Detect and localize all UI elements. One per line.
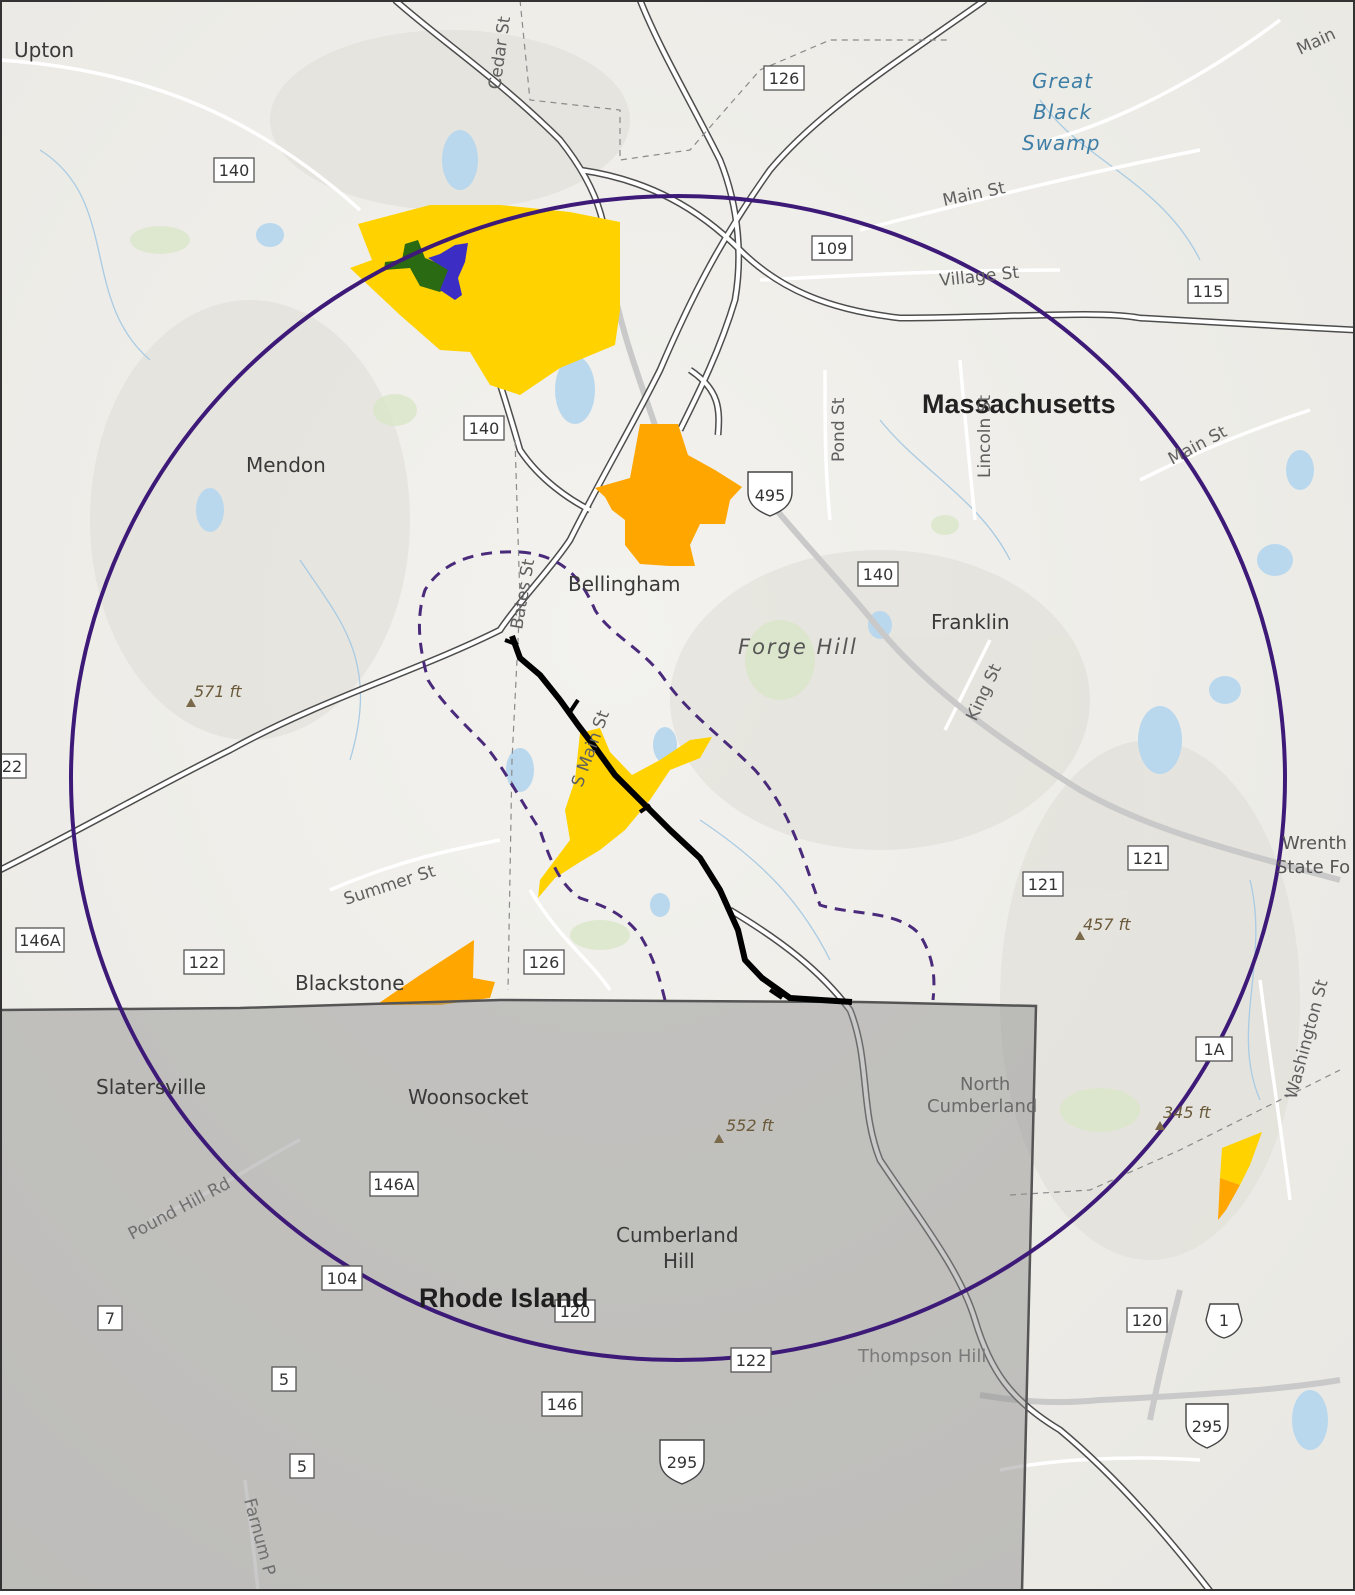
svg-text:295: 295 [667, 1453, 698, 1472]
svg-text:140: 140 [863, 565, 894, 584]
place-label: State Fo [1276, 857, 1350, 878]
svg-text:140: 140 [469, 419, 500, 438]
route-shield: 5 [271, 1366, 297, 1392]
place-label: Thompson Hill [857, 1346, 986, 1367]
minor-roads [0, 18, 1311, 1592]
route-shield: 7 [97, 1305, 123, 1331]
state-label: Massachusetts [922, 389, 1116, 419]
elevation-label: 552 ft [726, 1116, 774, 1135]
svg-text:115: 115 [1193, 282, 1224, 301]
place-label: Mendon [246, 453, 326, 477]
elevation-label: 345 ft [1163, 1103, 1211, 1122]
area-yellow-east [1220, 1132, 1262, 1185]
woodland-patches [130, 226, 1140, 1132]
water-bodies [196, 130, 1328, 1450]
route-shield: 122 [730, 1347, 772, 1373]
svg-text:146A: 146A [19, 931, 61, 950]
elevation-label: 457 ft [1083, 915, 1131, 934]
svg-text:122: 122 [736, 1351, 767, 1370]
street-label: Lincoln St [975, 395, 995, 478]
street-label: Pond St [829, 397, 849, 462]
route-shield: 120 [554, 1299, 596, 1323]
elevation-markers [186, 698, 1165, 1143]
water-label: Great [1032, 69, 1093, 93]
water-label: Swamp [1022, 131, 1101, 155]
route-shields: 140 126 109 115 140 140 121 121 146A 122… [0, 65, 1233, 1479]
route-shield: 126 [523, 949, 565, 975]
svg-text:126: 126 [529, 953, 560, 972]
route-shield: 120 [1126, 1307, 1168, 1333]
route-shield: 115 [1187, 278, 1229, 304]
interstate-shield: 295 [1185, 1403, 1229, 1449]
state-label: Rhode Island [419, 1283, 589, 1313]
route-shield: 140 [213, 157, 255, 183]
town-boundaries [507, 0, 1341, 1196]
svg-text:109: 109 [817, 239, 848, 258]
hill-label: Forge Hill [738, 635, 858, 659]
route-shield: 22 [0, 753, 27, 779]
svg-text:120: 120 [560, 1302, 591, 1321]
svg-text:104: 104 [327, 1269, 358, 1288]
svg-text:121: 121 [1028, 875, 1059, 894]
route-shield: 146A [369, 1171, 419, 1197]
svg-text:495: 495 [755, 486, 786, 505]
route-shield: 146A [15, 927, 65, 953]
svg-text:120: 120 [1132, 1311, 1163, 1330]
route-shield: 140 [463, 415, 505, 441]
place-label: Franklin [931, 610, 1010, 634]
water-label: Black [1033, 100, 1093, 124]
place-label: Woonsocket [408, 1085, 529, 1109]
area-orange-bellingham [595, 424, 742, 566]
svg-text:126: 126 [769, 69, 800, 88]
place-label: Wrenth [1282, 833, 1347, 854]
route-shield: 121 [1127, 845, 1169, 871]
svg-text:140: 140 [219, 161, 250, 180]
area-orange-blackstone [376, 940, 495, 1005]
area-yellow-south [538, 728, 712, 898]
route-line [509, 634, 853, 1005]
svg-text:146A: 146A [373, 1175, 415, 1194]
interstate-shields: 495 295 295 1 [659, 471, 1243, 1485]
route-shield: 104 [321, 1265, 363, 1291]
svg-text:1A: 1A [1203, 1040, 1224, 1059]
svg-text:7: 7 [105, 1309, 115, 1328]
route-shield: 146 [541, 1391, 583, 1417]
place-label: Hill [663, 1249, 695, 1273]
svg-text:146: 146 [547, 1395, 578, 1414]
place-label: Bellingham [568, 572, 680, 596]
buffer-circle [69, 194, 1287, 1362]
svg-text:122: 122 [189, 953, 220, 972]
place-label: North [960, 1074, 1010, 1095]
svg-text:295: 295 [1192, 1417, 1223, 1436]
interstate-shield: 295 [659, 1439, 705, 1485]
us-route-shield: 1 [1205, 1303, 1243, 1339]
svg-text:121: 121 [1133, 849, 1164, 868]
svg-text:22: 22 [2, 757, 22, 776]
streams [39, 99, 1261, 1101]
area-orange-east [1218, 1178, 1240, 1220]
route-shield: 109 [811, 235, 853, 261]
place-label: Upton [14, 38, 74, 62]
route-shield: 122 [183, 949, 225, 975]
place-label: Cumberland [616, 1223, 739, 1247]
interstate-shield: 495 [747, 471, 793, 517]
svg-text:5: 5 [297, 1457, 307, 1476]
route-ticks [504, 638, 784, 1000]
corridor-buffer [417, 550, 936, 1001]
route-shield: 126 [763, 65, 805, 91]
route-shield: 121 [1022, 871, 1064, 897]
place-label: Slatersville [96, 1075, 206, 1099]
route-shield: 5 [289, 1453, 315, 1479]
svg-text:1: 1 [1219, 1311, 1229, 1330]
route-shield: 140 [857, 561, 899, 587]
svg-text:5: 5 [279, 1370, 289, 1389]
elevation-label: 571 ft [194, 682, 242, 701]
place-label: Blackstone [295, 971, 405, 995]
place-label: Cumberland [927, 1096, 1037, 1117]
route-shield: 1A [1195, 1036, 1233, 1062]
